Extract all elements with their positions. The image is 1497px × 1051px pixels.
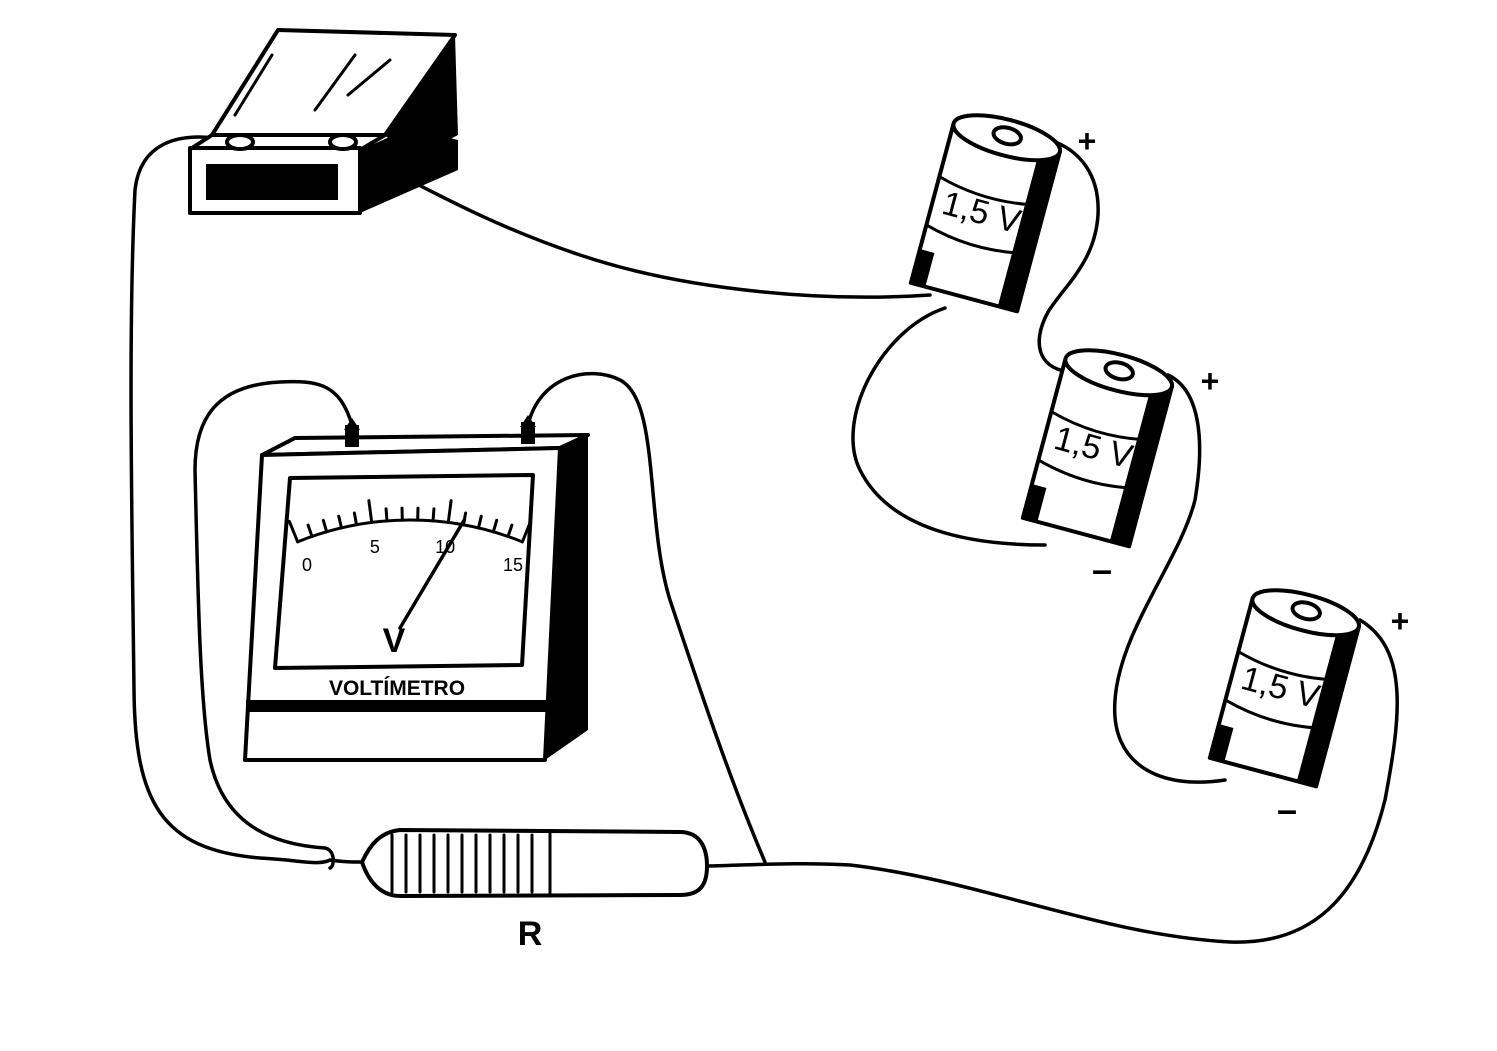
voltmeter-scale-label: 0	[302, 555, 312, 575]
switch-terminal-right[interactable]	[328, 133, 358, 151]
switch-box[interactable]	[188, 28, 458, 215]
voltmeter-tick	[367, 499, 374, 524]
battery-1-terminal[interactable]	[991, 124, 1023, 147]
battery-3-terminal[interactable]	[1290, 599, 1322, 622]
voltmeter-scale-label: 15	[503, 555, 523, 575]
voltmeter-terminal-left[interactable]	[344, 418, 360, 447]
voltmeter-tick	[321, 518, 329, 534]
voltmeter-needle	[398, 518, 467, 630]
wire-battery1-to-battery2	[1037, 138, 1100, 374]
switch-glare-3	[233, 53, 274, 117]
battery-3: 1,5 V	[1207, 588, 1362, 789]
wire-battery3-to-resistor	[703, 618, 1399, 944]
resistor: R	[360, 828, 709, 953]
battery-1: 1,5 V	[908, 113, 1063, 314]
wire-battery2-to-battery3	[1113, 373, 1227, 784]
battery-2-positive: +	[1201, 363, 1220, 399]
wire-switch-to-resistor	[129, 135, 364, 865]
battery-1-positive: +	[1078, 123, 1097, 159]
voltmeter-tick	[491, 518, 499, 534]
switch-terminal-left[interactable]	[225, 133, 255, 151]
battery-3-positive: +	[1391, 603, 1410, 639]
battery-2-terminal[interactable]	[1103, 359, 1135, 382]
resistor-bands	[390, 830, 552, 897]
voltmeter-tick	[431, 507, 436, 523]
resistor-label: R	[518, 915, 543, 953]
voltmeter-tick	[446, 499, 453, 524]
battery-2: 1,5 V	[1020, 348, 1175, 549]
battery-3-negative: –	[1277, 789, 1297, 830]
voltmeter-tick	[384, 507, 389, 523]
battery-1-shade	[997, 146, 1060, 312]
battery-2-negative: –	[1092, 549, 1112, 590]
switch-base-side	[360, 128, 458, 213]
resistor-body	[360, 828, 709, 898]
voltmeter-tick	[287, 519, 300, 544]
voltmeter-caption: VOLTÍMETRO	[329, 677, 465, 700]
voltmeter-base-stripe	[246, 700, 548, 712]
switch-window	[206, 164, 338, 200]
switch-glare-2	[346, 58, 392, 97]
voltmeter-terminal-right[interactable]	[520, 415, 536, 444]
voltmeter-tick	[306, 523, 314, 538]
wire-switch-to-battery1	[368, 158, 932, 299]
wire-battery1-loop	[851, 306, 1047, 547]
voltmeter-tick	[506, 523, 514, 538]
switch-lid-side	[385, 35, 458, 160]
wires	[129, 135, 1399, 944]
battery-3-shade	[1296, 621, 1359, 787]
wire-voltmeter-right	[526, 371, 767, 864]
voltmeter-tick	[337, 514, 343, 530]
switch-glare-1	[313, 53, 357, 112]
voltmeter-tick	[477, 514, 483, 530]
battery-2-shade	[1109, 381, 1172, 547]
voltmeter-tick	[520, 519, 533, 544]
wire-voltmeter-left	[193, 379, 354, 870]
voltmeter-unit-label: V	[383, 622, 406, 660]
voltmeter-scale-arc	[296, 518, 524, 544]
voltmeter-scale-label: 5	[370, 537, 380, 557]
voltmeter-tick	[352, 511, 359, 527]
